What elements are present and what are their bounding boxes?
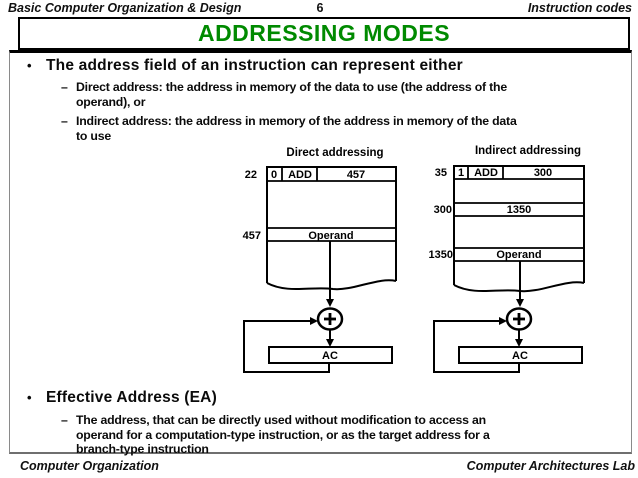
memory-row-address: 1350 [429,249,453,261]
dash-marker: – [61,114,68,128]
address-cell: 457 [347,169,365,181]
subbullet-text: The address, that can be directly used w… [76,413,490,457]
ac-register-box [458,346,583,364]
instruction-address-label: 22 [245,169,257,181]
diagram-title: Indirect addressing [475,145,581,157]
arrowhead-right-icon [499,317,507,325]
ac-register-box [268,346,393,364]
header-page-number: 6 [316,1,324,15]
memory-row-value: Operand [496,249,541,261]
subbullet-text: Direct address: the address in memory of… [76,80,508,109]
diagram-title: Direct addressing [286,147,383,159]
bullet-text: The address field of an instruction can … [46,57,463,74]
instruction-address-label: 35 [435,167,447,179]
header-section: Instruction codes [527,1,632,15]
ac-register-label: AC [322,350,338,362]
arrowhead-down-icon [326,339,334,347]
bullet-marker: • [27,390,32,405]
memory-box [266,166,397,283]
mode-bit-cell: 1 [458,167,464,179]
dash-marker: – [61,80,68,94]
arrowhead-down-icon [516,299,524,307]
bullet-marker: • [27,58,32,73]
opcode-cell: ADD [288,169,312,181]
indirect-addressing-diagram: Indirect addressing 35 1 ADD 300 300 135… [429,145,585,373]
subbullet-indirect-address: – Indirect address: the address in memor… [61,114,517,143]
opcode-cell: ADD [474,167,498,179]
arrowhead-down-icon [326,299,334,307]
slide-title-box: ADDRESSING MODES [18,17,630,50]
slide-footer: Computer Organization Computer Architect… [20,459,635,473]
header-course-title: Basic Computer Organization & Design [8,1,242,15]
dash-marker: – [61,413,68,427]
memory-box [453,165,585,285]
ac-feedback-line [243,320,330,373]
subbullet-ea-definition: – The address, that can be directly used… [61,413,490,457]
memory-row-address: 300 [434,204,452,216]
direct-addressing-diagram: Direct addressing 22 0 ADD 457 457 Opera… [243,147,397,373]
memory-row-value: Operand [308,230,353,242]
content-frame [9,50,632,454]
arrowhead-right-icon [310,317,318,325]
subbullet-direct-address: – Direct address: the address in memory … [61,80,507,109]
torn-edge [266,279,397,291]
footer-left: Computer Organization [20,459,159,473]
bullet-effective-address: • Effective Address (EA) [27,390,217,406]
ac-register-label: AC [512,350,528,362]
mode-bit-cell: 0 [271,169,277,181]
footer-right: Computer Architectures Lab [466,459,635,473]
arrowhead-down-icon [515,339,523,347]
subbullet-text: Indirect address: the address in memory … [76,114,517,143]
memory-row-address: 457 [243,230,261,242]
memory-row-value: 1350 [507,204,531,216]
bullet-text: Effective Address (EA) [46,389,217,406]
address-cell: 300 [534,167,552,179]
slide-header: Basic Computer Organization & Design 6 I… [8,1,632,15]
ac-feedback-line [433,320,520,373]
bullet-address-field: • The address field of an instruction ca… [27,58,463,74]
slide-title: ADDRESSING MODES [197,20,451,46]
